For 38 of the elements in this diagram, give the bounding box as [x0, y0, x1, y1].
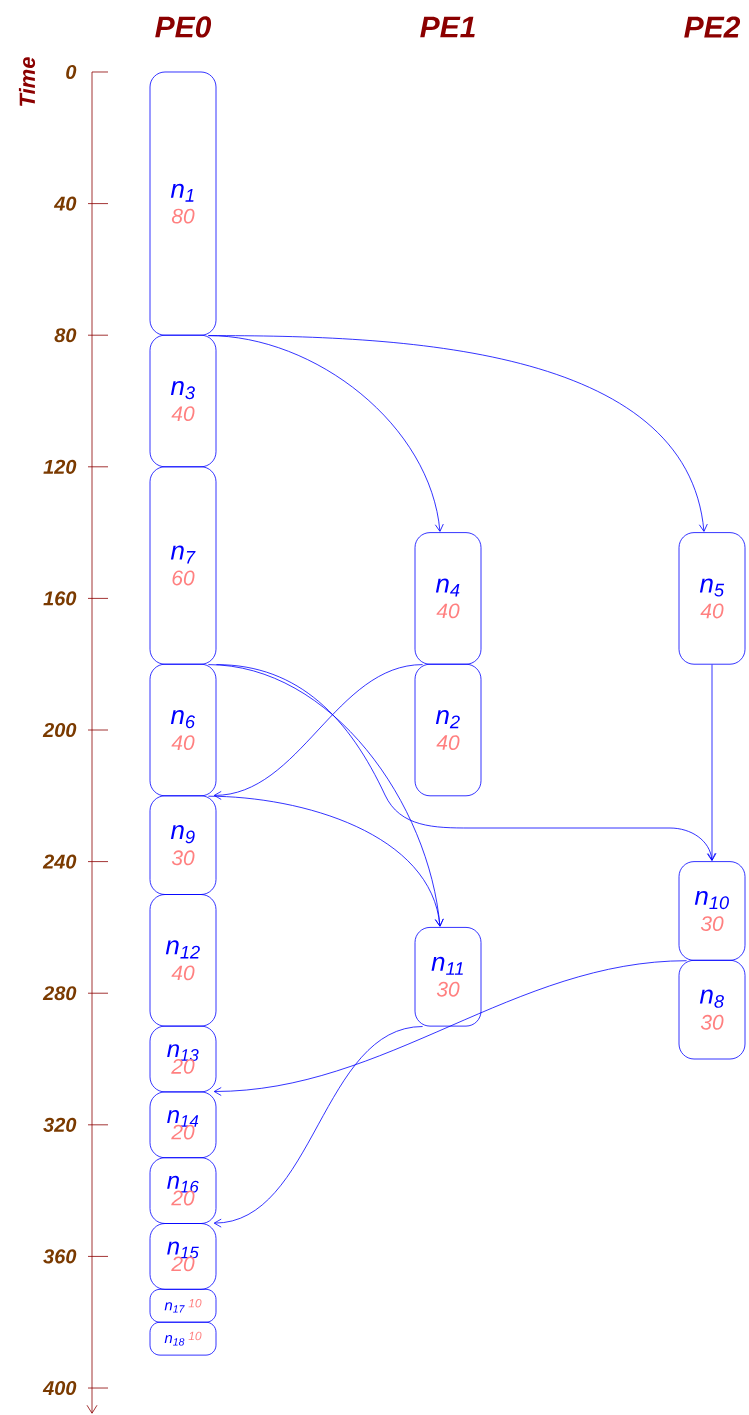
tick-label: 320 [43, 1117, 77, 1132]
axis-title: Time [18, 57, 36, 106]
tick-label: 360 [43, 1249, 77, 1264]
task-box: n$_{7}$ 60 [149, 466, 217, 665]
arrow [208, 335, 708, 532]
arrow [707, 664, 717, 861]
tick-label: 160 [43, 591, 77, 606]
task-box: n$_{6}$ 40 [149, 663, 217, 797]
task-box: n$_{3}$ 40 [149, 334, 217, 468]
tick-label: 40 [53, 196, 77, 211]
arrow [213, 1026, 423, 1228]
task-box: n$_{12}$ 40 [149, 894, 217, 1027]
task-box: n$_{11}$ 30 [414, 927, 482, 1027]
tick-label: 280 [42, 986, 77, 1001]
column-header: PE0 [155, 16, 212, 38]
arrow [208, 795, 444, 927]
tick-label: 200 [42, 722, 77, 738]
task-box: n$_{14}$ 20 [149, 1091, 217, 1159]
tick-label: 240 [42, 854, 77, 869]
task-box: n$_{15}$ 20 [149, 1223, 217, 1290]
task-box: n$_{2}$ 40 [414, 663, 482, 797]
task-box: n$_{18}$ 10 [149, 1321, 217, 1356]
tick-label: 80 [54, 328, 77, 343]
task-box: n$_{16}$ 20 [149, 1157, 217, 1224]
task-box: n$_{1}$ 80 [149, 71, 217, 336]
task-box: n$_{13}$ 20 [149, 1025, 217, 1093]
column-header: PE1 [420, 16, 475, 38]
tick-label: 120 [43, 459, 77, 474]
arrow [216, 664, 716, 861]
task-box: n$_{5}$ 40 [678, 532, 746, 665]
task-box: n$_{17}$ 10 [149, 1288, 217, 1323]
tick-label: 400 [42, 1380, 77, 1396]
tick-label: 0 [66, 64, 77, 80]
task-box: n$_{4}$ 40 [414, 532, 482, 665]
task-box: n$_{9}$ 30 [149, 795, 217, 895]
task-box: n$_{8}$ 30 [678, 959, 746, 1060]
task-box: n$_{10}$ 30 [678, 861, 746, 961]
column-header: PE2 [684, 16, 741, 38]
